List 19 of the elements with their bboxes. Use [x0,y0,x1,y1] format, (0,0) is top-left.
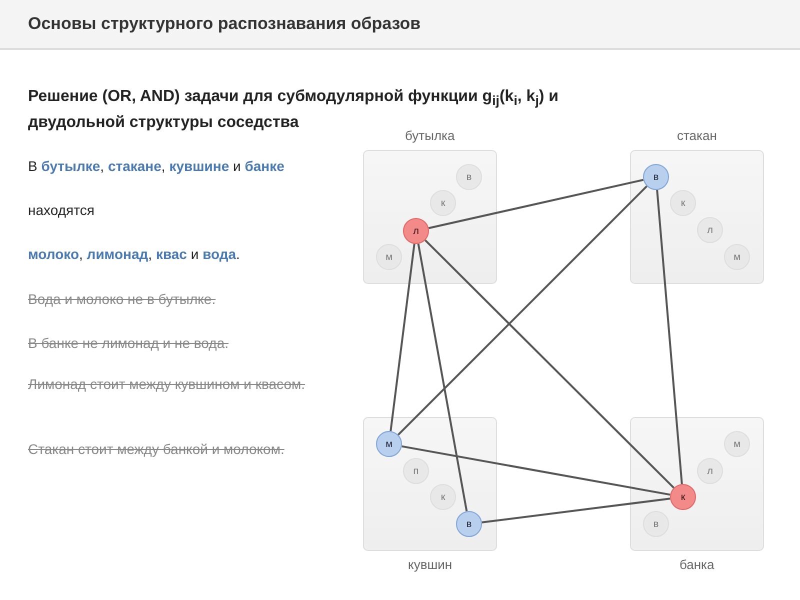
connector-line [397,185,648,436]
connector-line [424,239,674,489]
container-heading: стакан [677,128,717,143]
connector-line [656,190,683,484]
struck-statement: Лимонад стоит между кувшином и квасом. [28,375,306,394]
connector-line [417,244,468,512]
struck-statement: Стакан стоит между банкой и молоком. [28,440,286,459]
text-line: находятся [28,201,96,220]
text-line: молоко, лимонад, квас и вода. [28,245,241,264]
container-heading: банка [680,557,714,572]
struck-statement: Вода и молоко не в бутылке. [28,290,217,309]
struck-statement: В банке не лимонад и не вода. [28,334,230,353]
text-line: В бутылке, стакане, кувшине и банке [28,157,286,176]
slide-title: Основы структурного распознавания образов [28,14,421,34]
connector-line [428,178,644,230]
container-heading: кувшин [408,557,452,572]
connector-line [402,445,670,496]
connector-line [390,244,416,432]
connector-line [482,498,670,524]
